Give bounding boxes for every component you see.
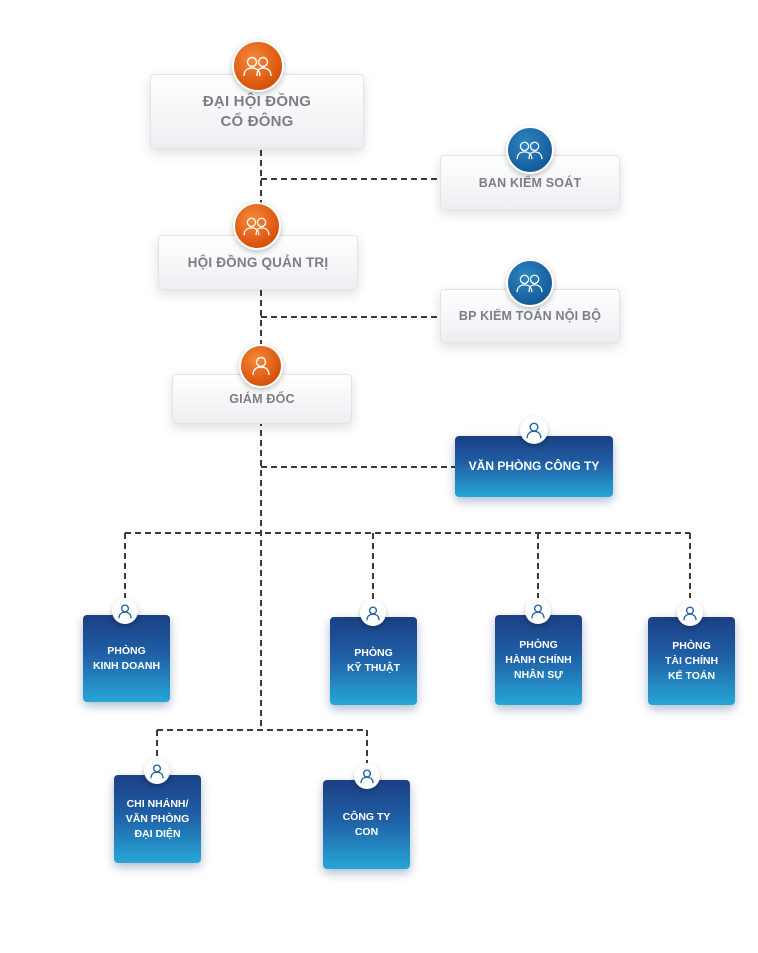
company-office-box: VĂN PHÒNG CÔNG TY bbox=[455, 436, 613, 497]
finance-dept-box: PHÒNG TÀI CHÍNH KẾ TOÁN bbox=[648, 617, 735, 705]
person-icon bbox=[525, 598, 551, 624]
admin-hr-dept-label: PHÒNG HÀNH CHÍNH NHÂN SỰ bbox=[505, 638, 572, 681]
internal-audit-label: BP KIỂM TOÁN NỘI BỘ bbox=[458, 309, 602, 323]
person-icon bbox=[360, 600, 386, 626]
sales-dept-box: PHÒNG KINH DOANH bbox=[83, 615, 170, 702]
subsidiary-box: CÔNG TY CON bbox=[323, 780, 410, 869]
company-office-label: VĂN PHÒNG CÔNG TY bbox=[468, 459, 600, 473]
person-icon bbox=[239, 344, 283, 388]
subsidiary-label: CÔNG TY CON bbox=[342, 810, 391, 838]
person-icon bbox=[354, 763, 380, 789]
director-label: GIÁM ĐỐC bbox=[229, 392, 295, 406]
person-icon bbox=[520, 416, 548, 444]
group-people-icon bbox=[506, 126, 554, 174]
supervisory-board-label: BAN KIỂM SOÁT bbox=[478, 175, 582, 190]
branch-office-box: CHI NHÁNH/ VĂN PHÒNG ĐẠI DIỆN bbox=[114, 775, 201, 863]
technical-dept-label: PHÒNG KỸ THUẬT bbox=[346, 647, 401, 674]
shareholders-label: ĐẠI HỘI ĐỒNG CỔ ĐÔNG bbox=[202, 92, 312, 130]
person-icon bbox=[677, 600, 703, 626]
group-people-icon bbox=[506, 259, 554, 307]
group-people-icon bbox=[233, 202, 281, 250]
finance-dept-label: PHÒNG TÀI CHÍNH KẾ TOÁN bbox=[664, 639, 719, 682]
group-people-icon bbox=[232, 40, 284, 92]
sales-dept-label: PHÒNG KINH DOANH bbox=[92, 644, 161, 672]
technical-dept-box: PHÒNG KỸ THUẬT bbox=[330, 617, 417, 705]
board-of-directors-label: HỘI ĐỒNG QUẢN TRỊ bbox=[187, 255, 329, 270]
person-icon bbox=[144, 758, 170, 784]
director-box: GIÁM ĐỐC bbox=[172, 374, 352, 424]
person-icon bbox=[112, 598, 138, 624]
branch-office-label: CHI NHÁNH/ VĂN PHÒNG ĐẠI DIỆN bbox=[125, 797, 190, 840]
admin-hr-dept-box: PHÒNG HÀNH CHÍNH NHÂN SỰ bbox=[495, 615, 582, 705]
